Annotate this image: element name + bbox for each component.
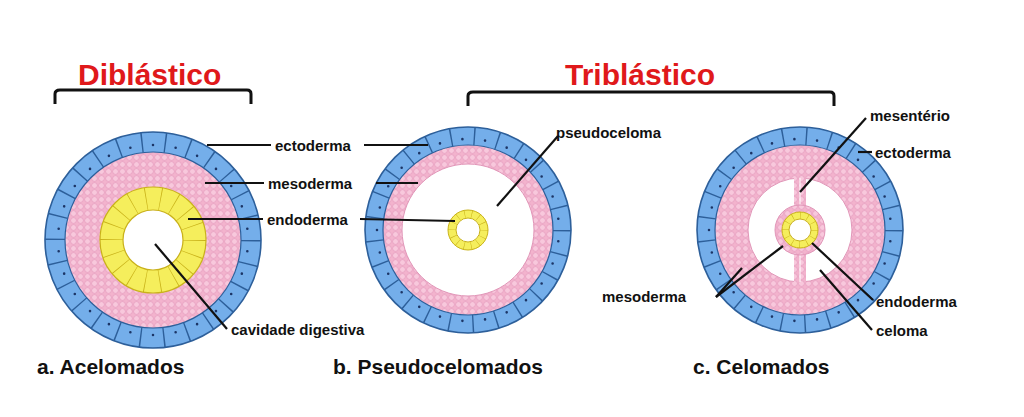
layer-label: mesentério <box>870 108 950 123</box>
heading: Triblástico <box>565 60 715 90</box>
pseudocoelomate-section <box>365 127 571 333</box>
layer-label: cavidade digestiva <box>231 322 364 337</box>
layer-label: endoderma <box>267 212 348 227</box>
bracket <box>468 92 834 106</box>
acelomate-section <box>45 132 261 348</box>
coelomate-section <box>697 127 903 333</box>
layer-label: mesoderma <box>268 176 352 191</box>
layer-label: pseudoceloma <box>556 125 661 140</box>
layer-label: ectoderma <box>275 138 351 153</box>
group-label: b. Pseudocelomados <box>333 356 543 377</box>
layer-label: celoma <box>876 323 928 338</box>
layer-label: mesoderma <box>602 289 686 304</box>
layer-label: endoderma <box>876 294 957 309</box>
leader-lines <box>155 118 873 330</box>
bracket <box>55 90 251 104</box>
group-label: a. Acelomados <box>37 356 184 377</box>
heading: Diblástico <box>78 60 221 90</box>
group-label: c. Celomados <box>693 356 830 377</box>
layer-label: ectoderma <box>875 145 951 160</box>
